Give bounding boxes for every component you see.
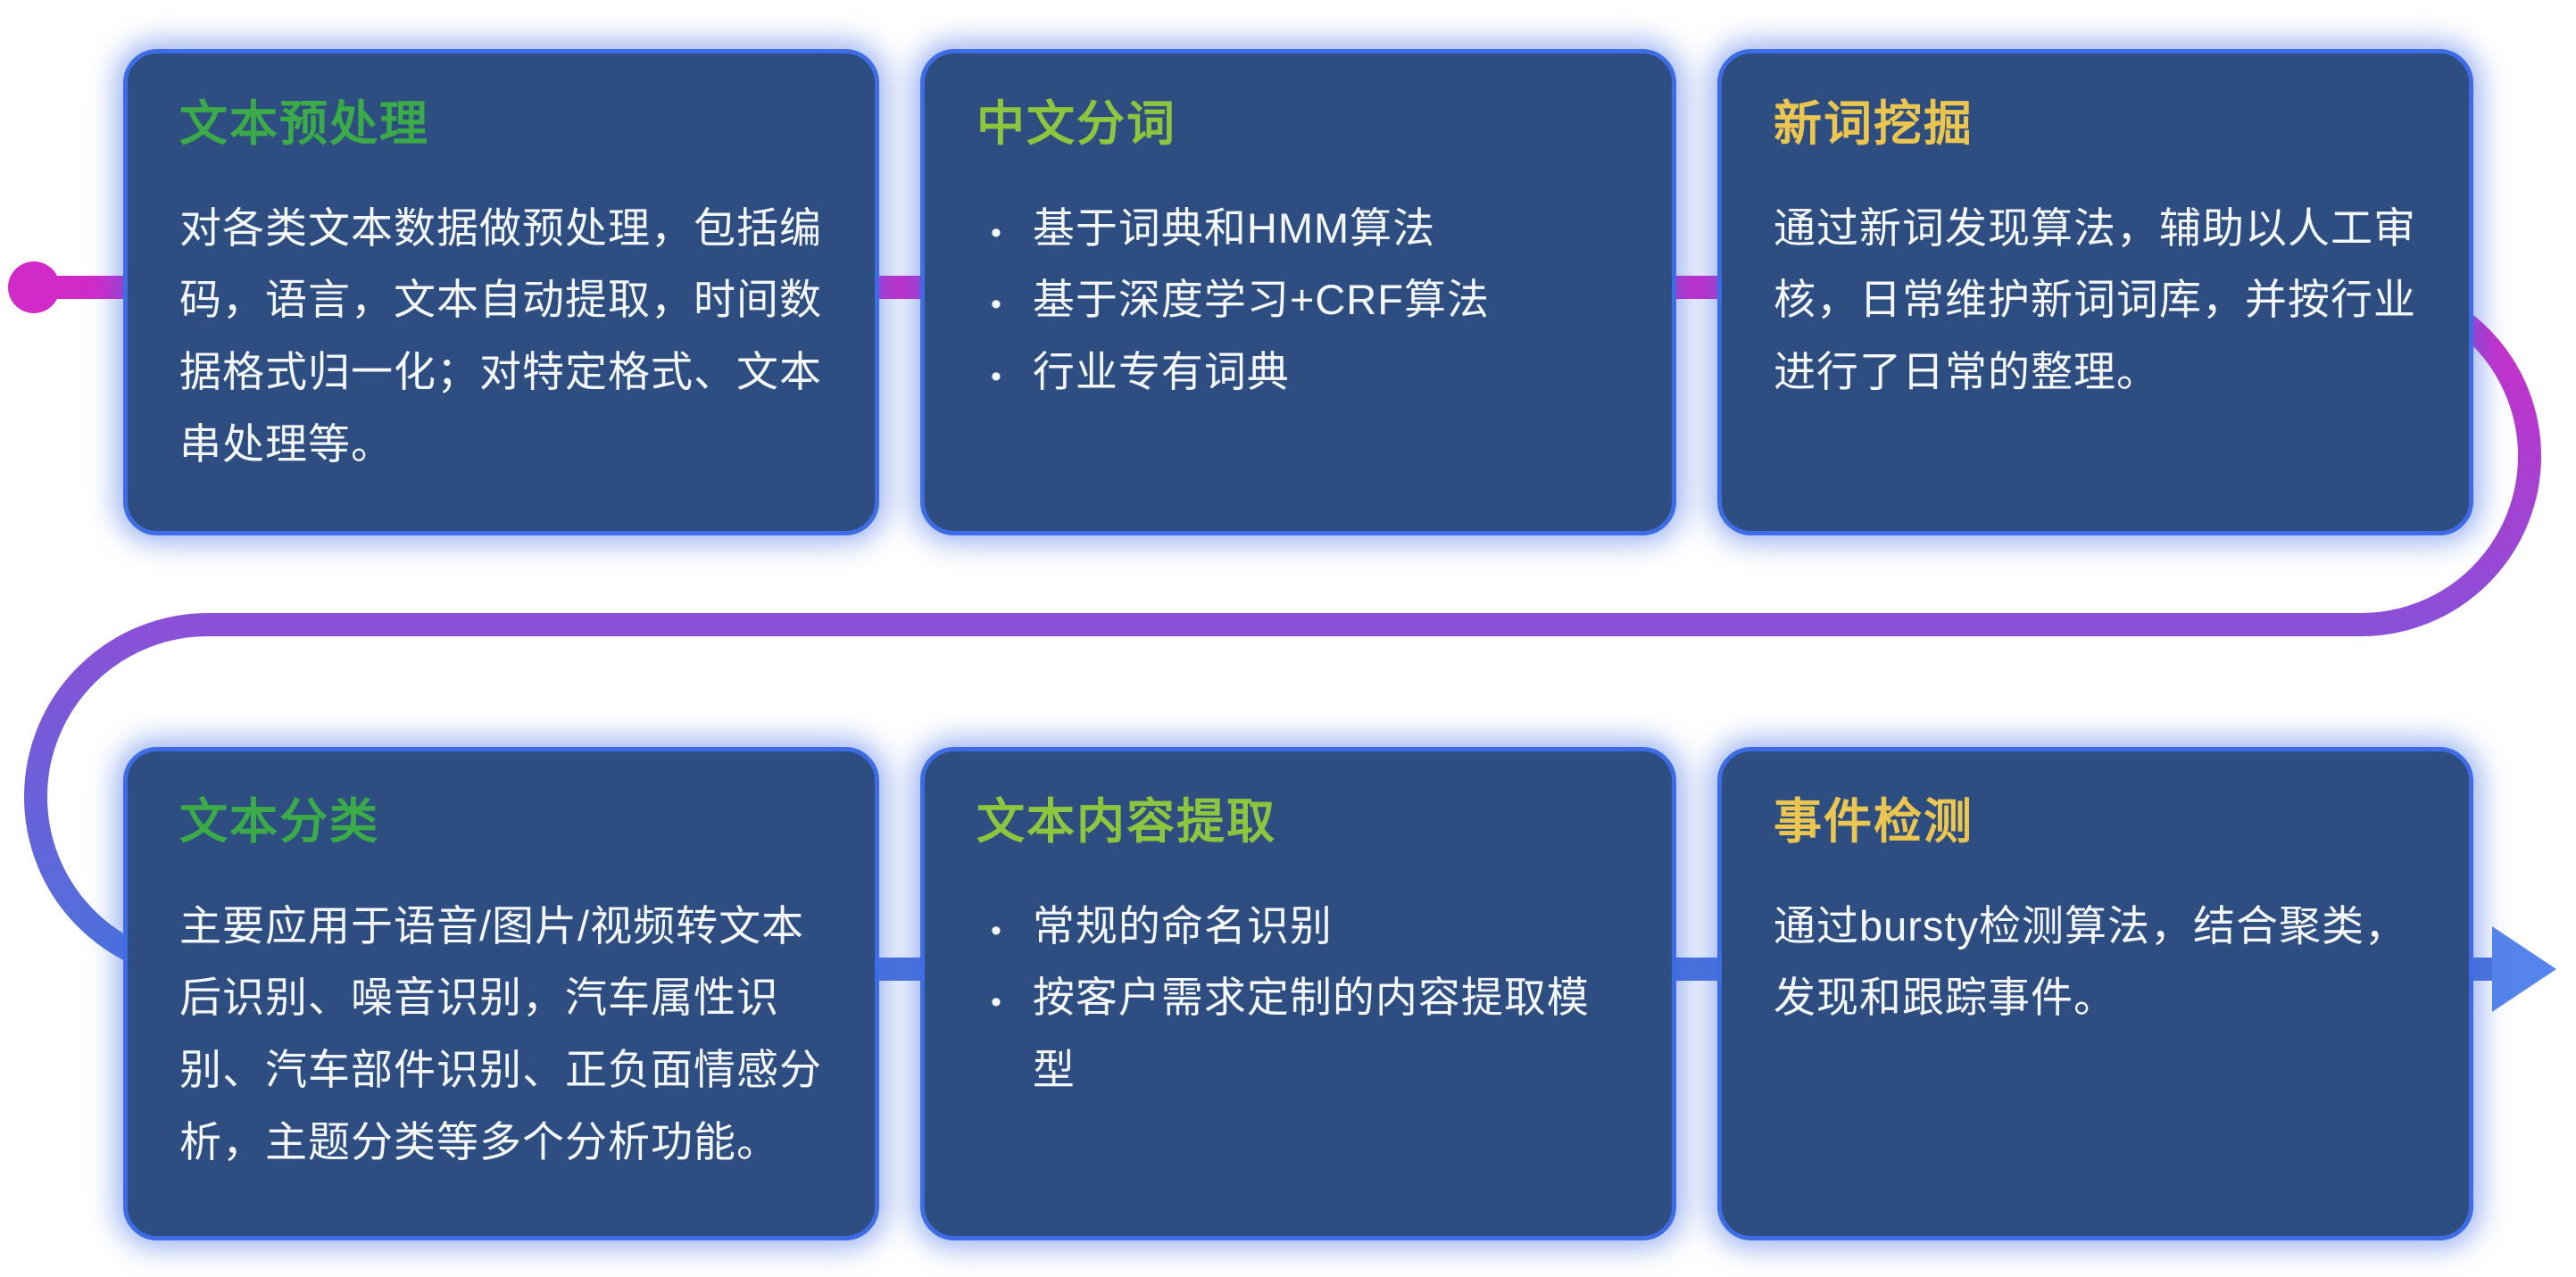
- card-title: 新词挖掘: [1774, 97, 1974, 151]
- bullet-icon: •: [991, 360, 1002, 394]
- bullet-list: • 基于词典和HMM算法 • 基于深度学习+CRF算法 • 行业专有词典: [976, 193, 1620, 409]
- bullet-item: • 常规的命名识别: [976, 891, 1620, 963]
- arrow-right-icon: [2492, 926, 2556, 1012]
- card-title: 文本分类: [179, 795, 379, 849]
- bullet-item: • 基于深度学习+CRF算法: [976, 264, 1620, 336]
- flow-line: [21, 276, 2542, 981]
- card-new-word-mining: 新词挖掘 通过新词发现算法，辅助以人工审核，日常维护新词词库，并按行业进行了日常…: [1717, 49, 2473, 535]
- bullet-item: • 按客户需求定制的内容提取模型: [976, 962, 1620, 1107]
- card-body: 主要应用于语音/图片/视频转文本后识别、噪音识别，汽车属性识别、汽车部件识别、正…: [179, 901, 822, 1165]
- card-body: 通过新词发现算法，辅助以人工审核，日常维护新词词库，并按行业进行了日常的整理。: [1774, 203, 2416, 396]
- card-title: 文本内容提取: [976, 795, 1276, 849]
- card-text-content-extraction: 文本内容提取 • 常规的命名识别 • 按客户需求定制的内容提取模型: [920, 747, 1676, 1240]
- card-text-classification: 文本分类 主要应用于语音/图片/视频转文本后识别、噪音识别，汽车属性识别、汽车部…: [123, 747, 879, 1240]
- card-title: 文本预处理: [179, 97, 429, 151]
- card-title: 中文分词: [976, 97, 1176, 151]
- bullet-item: • 基于词典和HMM算法: [976, 193, 1620, 265]
- flow-start-dot-icon: [8, 261, 60, 313]
- bullet-text: 常规的命名识别: [1032, 901, 1333, 949]
- bullet-text: 行业专有词典: [1032, 348, 1290, 396]
- card-chinese-word-segmentation: 中文分词 • 基于词典和HMM算法 • 基于深度学习+CRF算法 • 行业专有词…: [920, 49, 1676, 535]
- bullet-item: • 行业专有词典: [976, 336, 1620, 409]
- card-event-detection: 事件检测 通过bursty检测算法，结合聚类，发现和跟踪事件。: [1717, 747, 2473, 1240]
- card-body: 通过bursty检测算法，结合聚类，发现和跟踪事件。: [1774, 901, 2407, 1022]
- bullet-icon: •: [991, 287, 1002, 322]
- bullet-text: 按客户需求定制的内容提取模型: [1032, 974, 1590, 1094]
- bullet-text: 基于深度学习+CRF算法: [1032, 276, 1490, 324]
- bullet-list: • 常规的命名识别 • 按客户需求定制的内容提取模型: [976, 891, 1620, 1107]
- bullet-icon: •: [991, 985, 1002, 1020]
- card-text-preprocessing: 文本预处理 对各类文本数据做预处理，包括编码，语言，文本自动提取，时间数据格式归…: [123, 49, 879, 535]
- bullet-icon: •: [991, 215, 1002, 250]
- bullet-icon: •: [991, 913, 1002, 948]
- card-title: 事件检测: [1774, 795, 1974, 849]
- card-body: 对各类文本数据做预处理，包括编码，语言，文本自动提取，时间数据格式归一化；对特定…: [179, 203, 822, 468]
- bullet-text: 基于词典和HMM算法: [1032, 203, 1436, 252]
